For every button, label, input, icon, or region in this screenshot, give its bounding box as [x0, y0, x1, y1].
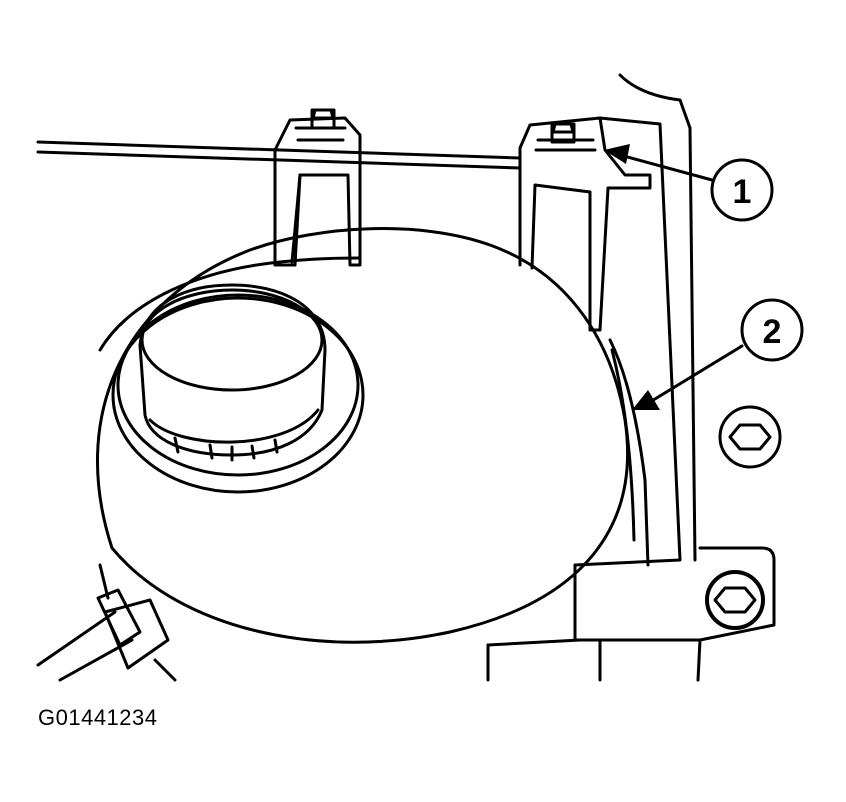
reservoir-body — [95, 227, 650, 644]
callout-1: 1 — [604, 144, 774, 222]
housing-outline — [486, 73, 776, 682]
filler-cap — [111, 283, 365, 494]
housing-bolt-upper-icon — [718, 405, 782, 469]
callout-2: 2 — [632, 298, 804, 410]
arrowhead-1-icon — [604, 144, 630, 164]
callout-1-number: 1 — [733, 173, 752, 211]
left-bolt-icon — [294, 108, 347, 142]
arrowhead-2-icon — [632, 390, 660, 410]
callout-2-number: 2 — [763, 313, 782, 351]
coolant-hose — [36, 563, 177, 682]
left-mounting-bracket — [273, 108, 362, 267]
housing-bolt-lower-icon — [705, 570, 765, 630]
right-bolt-icon — [534, 122, 597, 152]
right-mounting-bracket — [518, 116, 652, 332]
support-rod — [36, 140, 522, 170]
figure-code: G01441234 — [38, 705, 158, 730]
